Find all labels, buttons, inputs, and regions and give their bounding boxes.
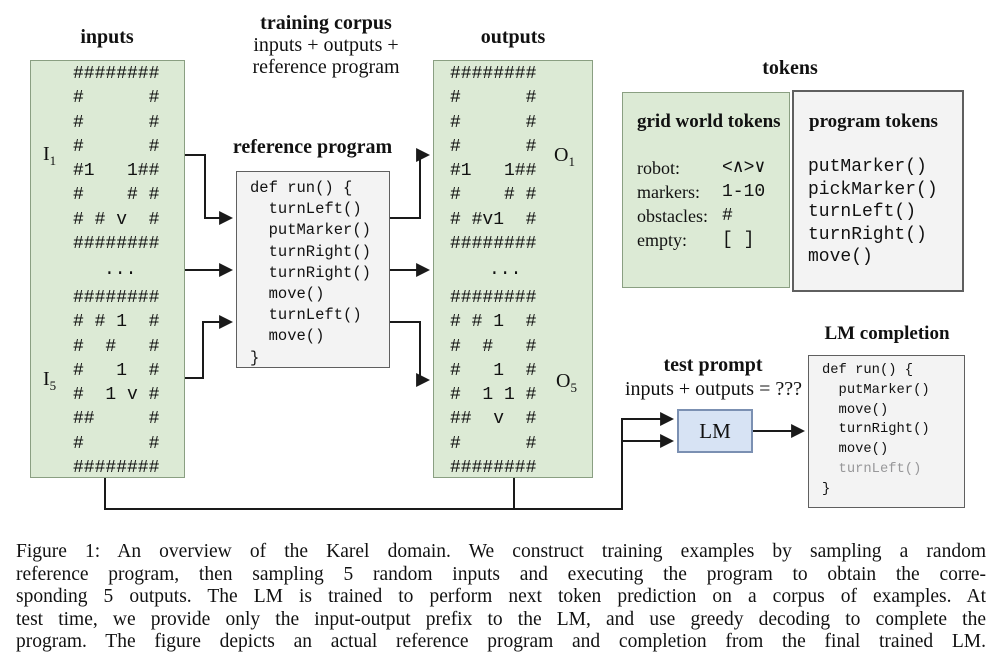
lm-box-label: LM — [699, 418, 731, 443]
input-5-label: I5 — [43, 368, 57, 393]
lm-completion-box — [808, 355, 965, 508]
caption-line: Figure 1: An overview of the Karel domai… — [16, 541, 986, 562]
output-5-label: O5 — [556, 370, 577, 395]
grid-world-tokens-title: grid world tokens — [637, 111, 781, 132]
training-corpus-title: training corpus — [260, 12, 392, 34]
outputs-panel — [433, 60, 593, 478]
test-prompt-subtitle: inputs + outputs = ??? — [625, 378, 802, 400]
reference-program-box — [236, 171, 390, 368]
training-corpus-header: training corpus inputs + outputs + refer… — [226, 12, 426, 78]
inputs-header: inputs — [80, 26, 134, 48]
input-1-label: I1 — [43, 143, 57, 168]
token-row-empty-value: [ ] — [722, 230, 755, 250]
arrow-program-to-output5 — [390, 321, 431, 387]
output-1-label: O1 — [554, 144, 575, 169]
token-row-obstacles-label: obstacles: — [637, 206, 708, 226]
token-row-robot-label: robot: — [637, 158, 680, 178]
caption-line: test time, we provide only the input-out… — [16, 608, 986, 630]
token-row-markers-label: markers: — [637, 182, 700, 202]
lm-completion-line: move() — [822, 402, 889, 418]
lm-completion-line: } — [822, 481, 831, 497]
input-grid-5: ######## # # 1 # # # # # 1 # # 1 v # ## … — [73, 288, 160, 479]
inputs-panel — [30, 60, 185, 478]
caption-line: program. The figure depicts an actual re… — [16, 631, 986, 653]
caption-line: reference program, then sampling 5 rando… — [16, 563, 986, 585]
output-grid-5: ######## # # 1 # # # # # 1 # # 1 1 # ## … — [450, 288, 537, 479]
token-row-empty-label: empty: — [637, 230, 687, 250]
arrow-input5-to-program — [185, 315, 234, 379]
program-token-item: turnRight() — [808, 224, 927, 245]
reference-program-code: def run() { turnLeft() putMarker() turnR… — [250, 179, 371, 367]
lm-completion-line: turnLeft() — [822, 461, 922, 477]
tokens-header: tokens — [762, 57, 818, 79]
token-row-robot-value: <∧>∨ — [722, 158, 766, 178]
caption-line: sponding 5 outputs. The LM is trained to… — [16, 586, 986, 608]
program-token-item: move() — [808, 247, 873, 267]
output-grid-1: ######## # # # # # # #1 1## # # # # #v1 … — [450, 64, 537, 255]
input-grid-1: ######## # # # # # # #1 1## # # # # # v … — [73, 64, 160, 255]
test-prompt-header: test prompt — [663, 354, 763, 376]
reference-program-header: reference program — [232, 136, 393, 158]
lm-box: LM — [677, 409, 753, 453]
arrow-program-to-output1 — [390, 148, 431, 219]
training-corpus-line2: inputs + outputs + — [253, 34, 399, 56]
outputs-ellipsis: ... — [489, 260, 522, 280]
program-token-item: pickMarker() — [808, 179, 938, 200]
figure-caption: Figure 1: An overview of the Karel domai… — [16, 541, 986, 654]
training-corpus-line3: reference program — [252, 56, 400, 78]
outputs-header: outputs — [480, 26, 546, 48]
grid-world-tokens-box — [622, 92, 790, 288]
program-token-item: turnLeft() — [808, 202, 917, 222]
lm-completion-line: move() — [822, 442, 889, 458]
token-row-obstacles-value: # — [722, 206, 733, 226]
lm-completion-line: turnRight() — [822, 422, 930, 438]
arrow-input1-to-program — [185, 154, 234, 225]
program-token-item: putMarker() — [808, 157, 927, 177]
lm-completion-code: def run() { putMarker() move() turnRight… — [822, 363, 930, 502]
inputs-ellipsis: ... — [104, 260, 137, 280]
token-row-markers-value: 1-10 — [722, 182, 766, 202]
lm-completion-line: def run() { — [822, 363, 914, 378]
lm-completion-line: putMarker() — [822, 382, 930, 398]
program-tokens-title: program tokens — [809, 111, 938, 132]
lm-completion-header: LM completion — [824, 323, 950, 344]
program-tokens-list: putMarker() pickMarker() turnLeft() turn… — [808, 157, 938, 270]
program-tokens-box — [792, 90, 964, 292]
